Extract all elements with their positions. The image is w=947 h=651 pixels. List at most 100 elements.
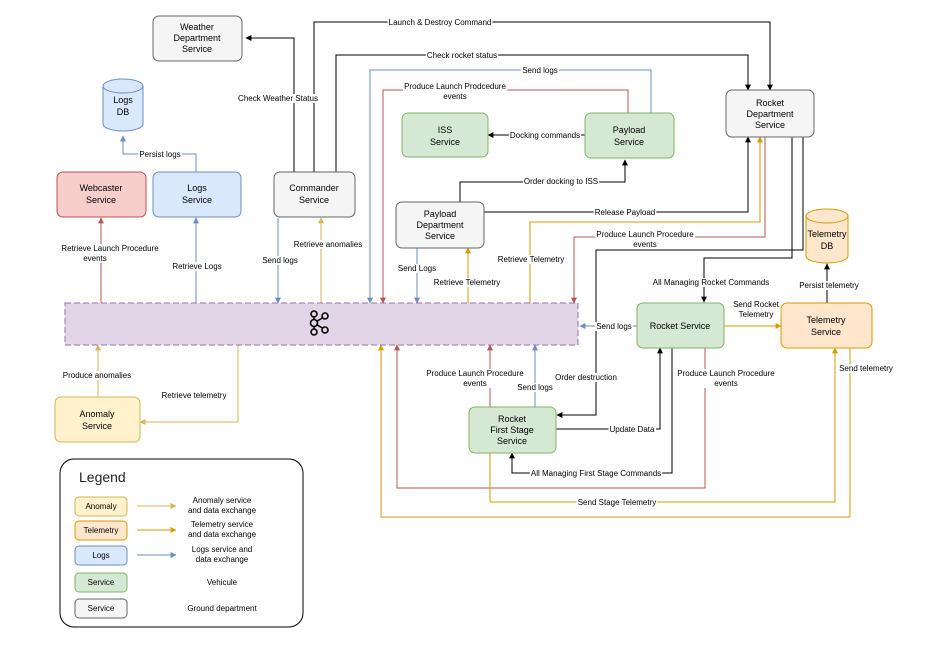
legend-swatch-logs-label: Logs xyxy=(92,551,109,560)
edge-label-background xyxy=(425,51,499,60)
label-send-logs-rs: Send logs xyxy=(596,322,632,331)
label-retrieve-tel-pd: Retrieve Telemetry xyxy=(434,278,501,287)
edge-label-background xyxy=(516,383,554,392)
label-update-data: Update Data xyxy=(610,425,655,434)
legend-swatch-ground xyxy=(74,598,128,619)
edge-label-background xyxy=(496,255,566,264)
edge-label-background xyxy=(521,66,559,75)
edge-release-payload xyxy=(484,136,751,213)
label-all-fs-cmds: All Managing First Stage Commands xyxy=(531,469,661,478)
edge-label-background xyxy=(61,371,133,380)
edge-label-background xyxy=(261,256,299,265)
rocket-service-label: Rocket Service xyxy=(650,321,711,331)
edge-label-background xyxy=(676,369,777,388)
edge-label-background xyxy=(651,278,771,287)
webcaster-service-box xyxy=(56,171,147,218)
label-check-weather: Check Weather Status xyxy=(238,94,318,103)
edge-label-background xyxy=(292,240,364,249)
edge-label-background xyxy=(508,131,582,140)
label-retrieve-tel-an: Retrieve telemetry xyxy=(162,391,227,400)
edge-send-stage-tel xyxy=(489,347,838,503)
weather-service-box xyxy=(152,15,243,62)
label-retrieve-tel-k: Retrieve Telemetry xyxy=(498,255,565,264)
legend-swatch-ground-label: Service xyxy=(88,604,115,613)
label-send-logs-top: Send logs xyxy=(522,66,558,75)
telemetry-db-cylinder xyxy=(805,208,849,264)
label-docking: Docking commands xyxy=(510,131,580,140)
edge-label-background xyxy=(522,177,600,186)
label-all-rocket-cmds: All Managing Rocket Commands xyxy=(653,278,770,287)
edge-label-background xyxy=(608,425,657,434)
label-send-logs-cmd: Send logs xyxy=(262,256,298,265)
edge-label-background xyxy=(60,244,161,263)
edge-update-data xyxy=(556,347,663,430)
legend-swatch-telemetry-label: Telemetry xyxy=(84,526,119,535)
edge-order-destruction xyxy=(556,137,804,418)
edge-send-telemetry xyxy=(378,344,851,518)
legend-swatch-anomaly xyxy=(74,496,128,517)
logs-db-cylinder xyxy=(102,78,144,132)
label-send-logs-fs: Send logs xyxy=(517,383,553,392)
iss-service-box xyxy=(401,112,489,158)
label-release-payload: Release Payload xyxy=(595,208,655,217)
edge-label-background xyxy=(387,18,493,27)
edge-launch-destroy xyxy=(313,21,773,172)
logs-service-box xyxy=(152,171,242,218)
rocket-service-box xyxy=(636,302,725,349)
edge-label-background xyxy=(554,373,618,382)
edge-produce-launch-rs xyxy=(394,344,706,489)
commander-service-box xyxy=(273,171,356,218)
label-persist-logs: Persist logs xyxy=(139,150,180,159)
anomaly-service-box xyxy=(54,396,141,443)
legend-desc-vehicule: Vehicule xyxy=(207,578,238,587)
edge-label-background xyxy=(732,300,781,319)
edge-label-background xyxy=(403,82,508,101)
label-order-destruction: Order destruction xyxy=(555,373,617,382)
edge-check-weather xyxy=(245,35,295,172)
legend-swatch-anomaly-label: Anomaly xyxy=(85,502,116,511)
legend-swatch-telemetry xyxy=(74,520,128,541)
telemetry-service-box xyxy=(780,302,873,349)
label-retrieve-logs: Retrieve Logs xyxy=(172,262,221,271)
edge-label-background xyxy=(798,281,860,290)
label-produce-anomalies: Produce anomalies xyxy=(63,371,131,380)
label-check-rocket: Check rocket status xyxy=(427,51,497,60)
edge-label-background xyxy=(838,364,894,373)
edge-label-background xyxy=(593,208,657,217)
edge-check-rocket xyxy=(335,54,751,172)
edge-label-background xyxy=(396,264,438,273)
edge-label-background xyxy=(432,278,502,287)
label-launch-destroy: Launch & Destroy Command xyxy=(389,18,492,27)
label-persist-tel: Persist telemetry xyxy=(799,281,859,290)
edge-label-background xyxy=(237,94,319,103)
label-retrieve-anomalies: Retrieve anomalies xyxy=(294,240,362,249)
legend-title: Legend xyxy=(79,469,126,485)
edge-label-background xyxy=(425,369,526,388)
edge-label-background xyxy=(160,391,228,400)
label-send-logs-pd: Send Logs xyxy=(398,264,436,273)
first-stage-box xyxy=(468,406,557,454)
label-send-stage-tel: Send Stage Telemetry xyxy=(578,498,657,507)
